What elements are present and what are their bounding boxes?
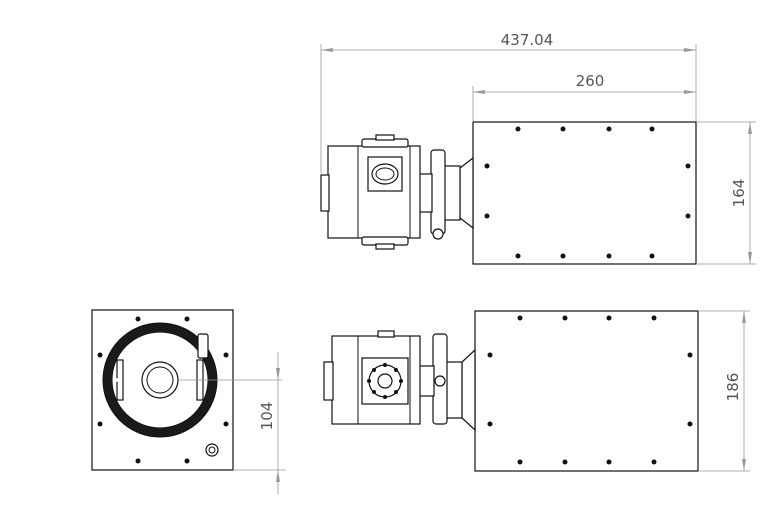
front-view-rear-cap: [323, 361, 334, 401]
top-view-clamp-screw: [432, 228, 444, 240]
bolt: [606, 126, 612, 132]
side-view-knob: [205, 443, 219, 457]
front-view-collar: [445, 361, 463, 419]
top-view-cone: [459, 156, 474, 230]
bolt: [487, 421, 493, 427]
bolt: [487, 352, 493, 358]
top-view-clamp: [430, 149, 446, 235]
front-view-enclosure: [474, 310, 699, 472]
bolt: [606, 315, 612, 321]
bolt: [687, 421, 693, 427]
dimension-axis-height: 104: [233, 352, 286, 494]
front-view: [323, 310, 699, 472]
bolt: [649, 253, 655, 259]
bolt: [651, 315, 657, 321]
bolt: [651, 459, 657, 465]
front-view-cone: [461, 348, 476, 432]
bolt: [484, 163, 490, 169]
front-view-height-label: 186: [724, 373, 742, 402]
side-view-latch: [197, 333, 209, 359]
bolt: [560, 253, 566, 259]
bolt: [606, 253, 612, 259]
bolt: [685, 213, 691, 219]
top-view-collar: [443, 165, 461, 221]
bolt: [517, 315, 523, 321]
bolt: [517, 459, 523, 465]
top-view-enclosure: [472, 121, 697, 265]
top-view: [320, 121, 697, 265]
bolt: [606, 459, 612, 465]
bolt: [687, 352, 693, 358]
dimension-box-length: 260: [472, 72, 696, 122]
box-length-label: 260: [576, 72, 605, 90]
front-view-top-knob: [377, 330, 395, 338]
bolt: [515, 126, 521, 132]
top-view-tab-top-knob: [375, 134, 395, 141]
top-view-rear-cap: [320, 174, 330, 212]
top-view-height-label: 164: [730, 179, 748, 208]
bolt: [515, 253, 521, 259]
dimension-top-view-height: 164: [696, 121, 756, 265]
top-view-window-lens: [371, 163, 399, 185]
bolt: [649, 126, 655, 132]
top-view-tab-bottom-knob: [375, 243, 395, 250]
bolt: [562, 315, 568, 321]
front-view-flange-port: [377, 373, 393, 389]
side-view: [91, 309, 282, 471]
front-view-clamp-screw: [434, 375, 446, 387]
dimension-overall: 437.04: [320, 31, 697, 175]
axis-height-label: 104: [258, 402, 276, 431]
bolt: [560, 126, 566, 132]
bolt: [562, 459, 568, 465]
dimension-front-view-height: 186: [698, 310, 750, 472]
bolt: [484, 213, 490, 219]
overall-length-label: 437.04: [501, 31, 554, 49]
bolt: [685, 163, 691, 169]
